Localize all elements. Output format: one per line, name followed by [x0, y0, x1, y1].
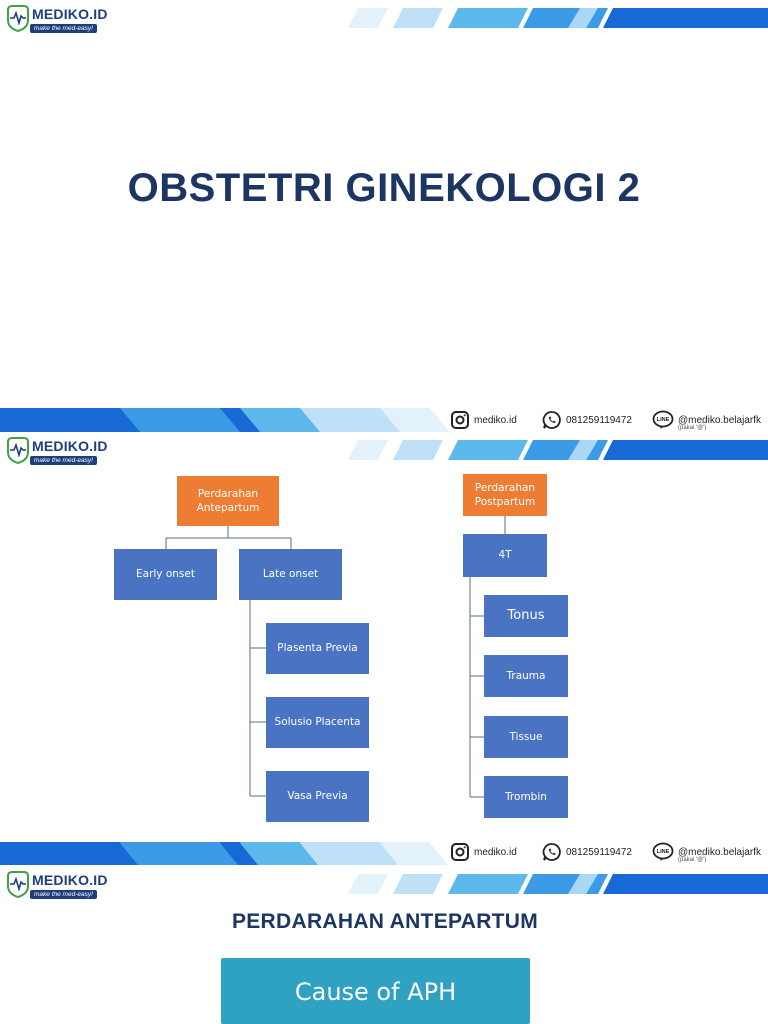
whatsapp-contact[interactable]: 081259119472 [542, 408, 632, 432]
line-handle: @mediko.belajarfk [678, 846, 761, 858]
stethoscope-heart-icon [7, 5, 29, 32]
late-onset-box: Late onset [239, 549, 342, 600]
line-note: (pakai '@') [678, 425, 707, 431]
logo-tagline: make the med-easy! [30, 24, 97, 33]
logo-name: MEDIKO.ID [32, 438, 108, 454]
decorative-band [0, 408, 450, 432]
logo-tagline: make the med-easy! [30, 890, 97, 899]
whatsapp-contact[interactable]: 081259119472 [542, 840, 632, 864]
postpartum-root-box: Perdarahan Postpartum [463, 474, 547, 516]
stethoscope-heart-icon [7, 871, 29, 898]
trombin-box: Trombin [484, 776, 568, 818]
line-handle: @mediko.belajarfk [678, 414, 761, 426]
stethoscope-heart-icon [7, 437, 29, 464]
trauma-box: Trauma [484, 655, 568, 697]
line-icon: LINE [652, 842, 674, 861]
instagram-handle: mediko.id [474, 414, 517, 426]
whatsapp-number: 081259119472 [566, 846, 632, 858]
instagram-contact[interactable]: mediko.id [450, 408, 517, 432]
line-contact[interactable]: LINE @mediko.belajarfk (pakai '@') [652, 408, 761, 432]
tonus-box: Tonus [484, 595, 568, 637]
vasa-previa-box: Vasa Previa [266, 771, 369, 822]
slide-diagram: MEDIKO.ID make the med-easy! Perdarahan [0, 432, 768, 843]
line-note: (pakai '@') [678, 857, 707, 863]
mediko-logo: MEDIKO.ID make the med-easy! [4, 4, 114, 36]
antepartum-root-box: Perdarahan Antepartum [177, 476, 279, 526]
whatsapp-icon [542, 843, 561, 861]
contact-footer: mediko.id 081259119472 LINE @mediko.bela… [450, 408, 768, 432]
banner-text: Cause of APH [294, 978, 457, 1006]
slide-title: MEDIKO.ID make the med-easy! OBSTETRI GI… [0, 0, 768, 432]
mediko-logo: MEDIKO.ID make the med-easy! [4, 870, 114, 902]
early-onset-box: Early onset [114, 549, 217, 600]
decorative-band [348, 8, 768, 28]
tissue-box: Tissue [484, 716, 568, 758]
instagram-handle: mediko.id [474, 846, 517, 858]
line-contact[interactable]: LINE @mediko.belajarfk (pakai '@') [652, 840, 761, 864]
solusio-placenta-box: Solusio Placenta [266, 697, 369, 748]
decorative-band [348, 440, 768, 460]
line-icon: LINE [652, 410, 674, 429]
svg-text:LINE: LINE [657, 417, 670, 423]
logo-tagline: make the med-easy! [30, 456, 97, 465]
logo-name: MEDIKO.ID [32, 872, 108, 888]
four-t-box: 4T [463, 534, 547, 577]
section-title: PERDARAHAN ANTEPARTUM [231, 910, 539, 933]
contact-footer: mediko.id 081259119472 LINE @mediko.bela… [450, 840, 768, 864]
decorative-band [0, 843, 448, 865]
plasenta-previa-box: Plasenta Previa [266, 623, 369, 674]
diagram-connectors [165, 516, 506, 798]
decorative-band [0, 842, 431, 843]
svg-text:LINE: LINE [657, 849, 670, 855]
slide-antepartum: MEDIKO.ID make the med-easy! PERDARAHAN … [0, 866, 768, 1024]
decorative-band [348, 874, 768, 894]
instagram-icon [451, 843, 469, 861]
logo-name: MEDIKO.ID [32, 6, 108, 22]
instagram-icon [451, 411, 469, 429]
cause-of-aph-banner: Cause of APH [221, 958, 530, 1024]
whatsapp-number: 081259119472 [566, 414, 632, 426]
page-title: OBSTETRI GINEKOLOGI 2 [127, 166, 641, 210]
whatsapp-icon [542, 411, 561, 429]
mediko-logo: MEDIKO.ID make the med-easy! [4, 436, 114, 468]
instagram-contact[interactable]: mediko.id [450, 840, 517, 864]
